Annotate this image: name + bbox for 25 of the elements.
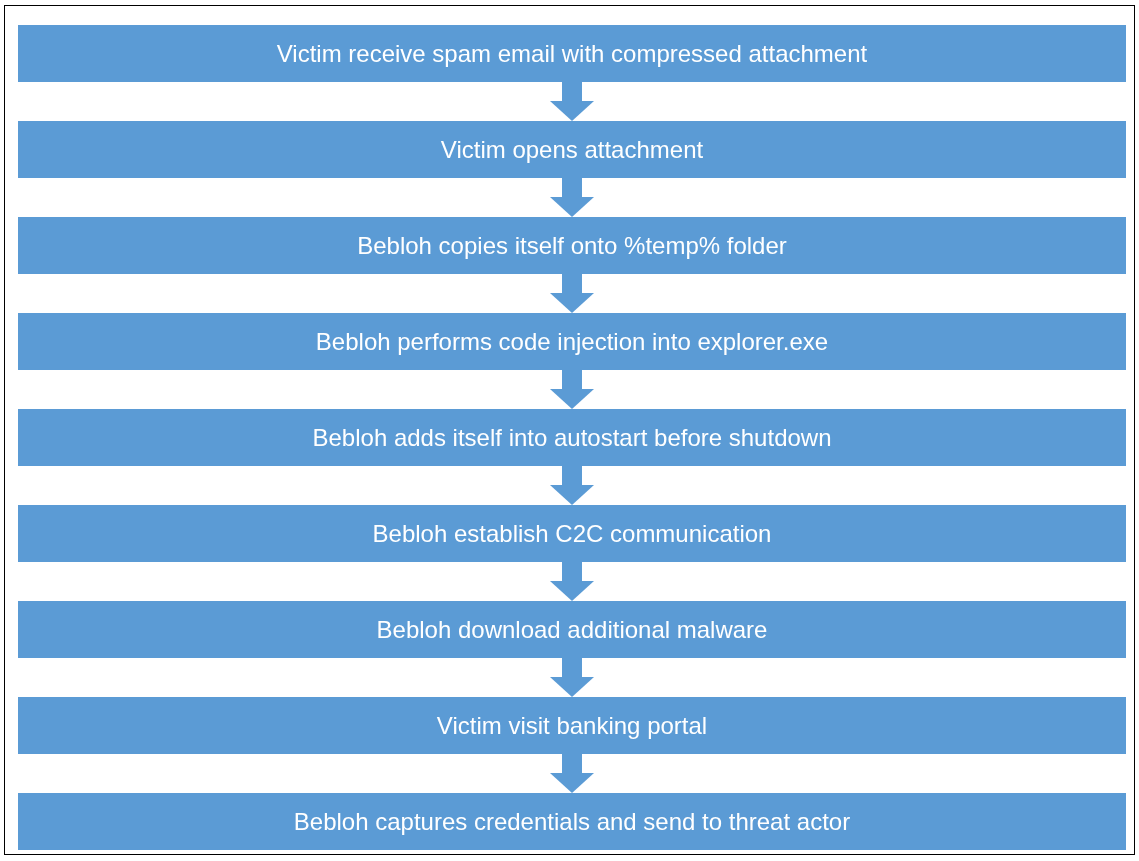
process-box bbox=[18, 25, 1126, 82]
process-box bbox=[18, 697, 1126, 754]
process-box bbox=[18, 121, 1126, 178]
arrow bbox=[550, 466, 594, 505]
arrow bbox=[550, 562, 594, 601]
process-box bbox=[18, 409, 1126, 466]
step-text: Victim receive spam email with compressed attachment bbox=[276, 39, 868, 68]
arrow bbox=[550, 754, 594, 793]
step-text: Bebloh download additional malware bbox=[376, 615, 768, 644]
arrow bbox=[550, 370, 594, 409]
step-text: Bebloh performs code injection into explorer.exe bbox=[315, 327, 829, 356]
process-box bbox=[18, 313, 1126, 370]
arrow bbox=[550, 178, 594, 217]
step-text: Victim visit banking portal bbox=[436, 711, 708, 740]
step-text: Bebloh establish C2C communication bbox=[372, 519, 772, 548]
step-text: Victim opens attachment bbox=[440, 135, 704, 164]
step-text: Bebloh copies itself onto %temp% folder bbox=[357, 231, 787, 260]
process-box bbox=[18, 601, 1126, 658]
arrow bbox=[550, 274, 594, 313]
arrow bbox=[550, 82, 594, 121]
step-text: Bebloh captures credentials and send to threat actor bbox=[293, 807, 851, 836]
process-box bbox=[18, 505, 1126, 562]
process-box bbox=[18, 217, 1126, 274]
process-box bbox=[18, 793, 1126, 850]
step-text: Bebloh adds itself into autostart before shutdown bbox=[312, 423, 832, 452]
